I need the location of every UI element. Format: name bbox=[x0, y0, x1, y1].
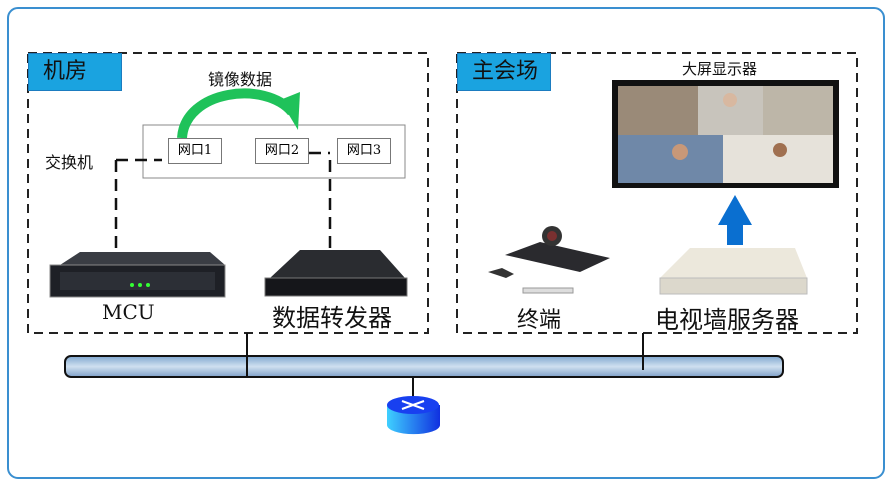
router-icon bbox=[387, 396, 440, 435]
mirror-data-label: 镜像数据 bbox=[208, 70, 273, 89]
data-forwarder-device bbox=[264, 250, 408, 297]
port-1: 网口1 bbox=[168, 138, 222, 164]
large-display bbox=[612, 80, 839, 188]
forwarder-label: 数据转发器 bbox=[272, 304, 392, 332]
up-arrow bbox=[718, 195, 752, 245]
tv-wall-server-device bbox=[659, 248, 808, 295]
mcu-label: MCU bbox=[102, 300, 155, 324]
network-bus bbox=[64, 355, 784, 378]
server-room-title: 机房 bbox=[28, 53, 122, 91]
switch-label: 交换机 bbox=[45, 153, 94, 172]
terminal-device bbox=[488, 226, 610, 294]
connection-lines bbox=[114, 151, 332, 255]
main-venue-title: 主会场 bbox=[457, 53, 551, 91]
mcu-device bbox=[49, 252, 226, 298]
mirror-arrow bbox=[177, 88, 296, 139]
outer-frame bbox=[7, 7, 885, 479]
main-venue-zone bbox=[456, 52, 858, 334]
port-3: 网口3 bbox=[337, 138, 391, 164]
port-2: 网口2 bbox=[255, 138, 309, 164]
terminal-label: 终端 bbox=[517, 308, 562, 333]
mirror-arrow-head bbox=[280, 92, 300, 130]
server-room-zone bbox=[27, 52, 429, 334]
tv-wall-server-label: 电视墙服务器 bbox=[655, 306, 799, 334]
display-label: 大屏显示器 bbox=[682, 60, 758, 78]
